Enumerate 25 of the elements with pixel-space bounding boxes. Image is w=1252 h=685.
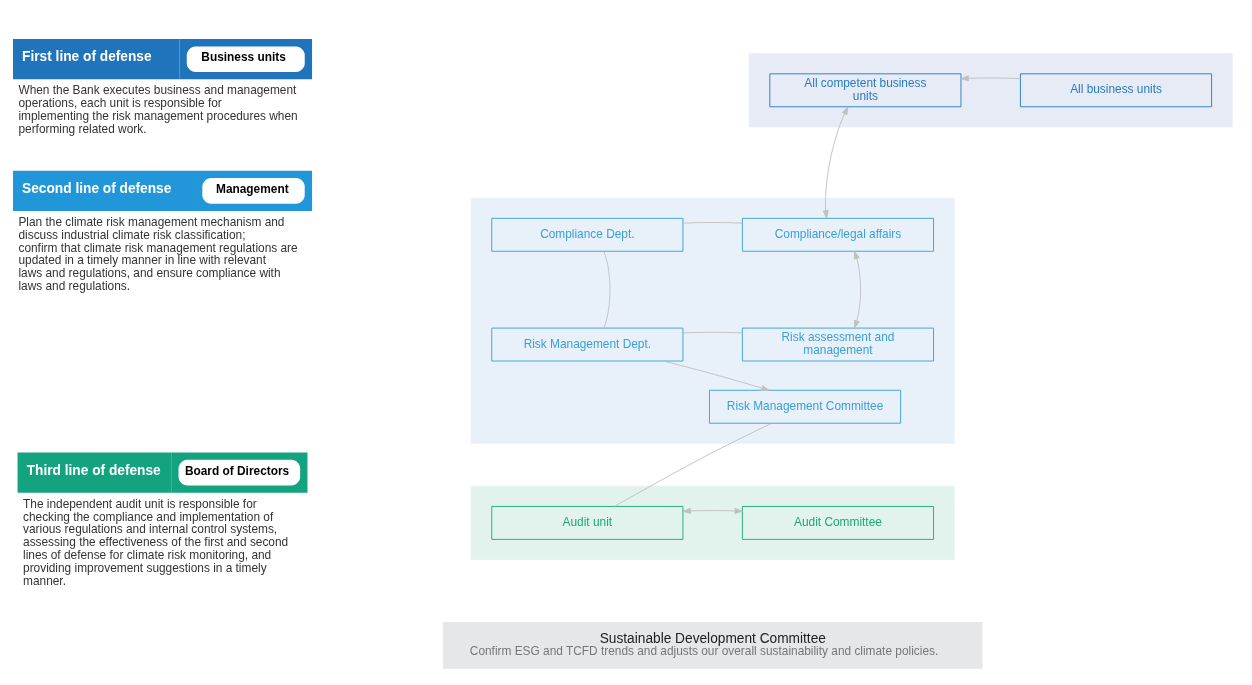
node-box: All competent business units bbox=[769, 73, 962, 108]
node-box: Compliance Dept. bbox=[491, 217, 684, 252]
node-label: When the Bank executes business and management operations, each unit is responsible for implementing the risk management procedures when performing related work. bbox=[18, 83, 298, 136]
node-box: Risk Management Dept. bbox=[491, 327, 684, 362]
cluster bbox=[470, 485, 955, 560]
connector bbox=[682, 331, 743, 334]
cluster bbox=[470, 197, 955, 444]
connector bbox=[603, 250, 611, 329]
arrow bbox=[853, 250, 862, 329]
node-box: Risk assessment and management bbox=[741, 327, 934, 362]
arrow bbox=[663, 360, 770, 392]
node-box: Risk Management Committee bbox=[709, 389, 902, 424]
connector bbox=[614, 422, 772, 507]
node-box: Compliance/legal affairs bbox=[741, 217, 934, 252]
node-label: The independent audit unit is responsible for checking the compliance and implementation of various regulations and internal control systems, assessing the effectiveness of the first and second lines of defense for climate risk monitoring, and providing improvement suggestions in a timely manner. bbox=[23, 496, 289, 588]
node-box: Sustainable Development Committee Confirm ESG and TCFD trends and adjusts our overall sustainability and climate policies. bbox=[442, 622, 983, 669]
cluster bbox=[748, 53, 1233, 128]
node-label: Plan the climate risk management mechanism and discuss industrial climate risk classification; confirm that climate risk management regulations are updated in a timely manner in line with relevant laws and regulations, and ensure compliance with laws and regulations. bbox=[18, 215, 298, 294]
arrow bbox=[682, 507, 743, 514]
arrow bbox=[960, 75, 1021, 82]
node-box: All business units bbox=[1019, 73, 1213, 108]
node-box: Audit Committee bbox=[741, 506, 934, 540]
node-box: Audit unit bbox=[491, 506, 684, 540]
connector bbox=[682, 222, 743, 224]
arrow bbox=[822, 106, 849, 219]
